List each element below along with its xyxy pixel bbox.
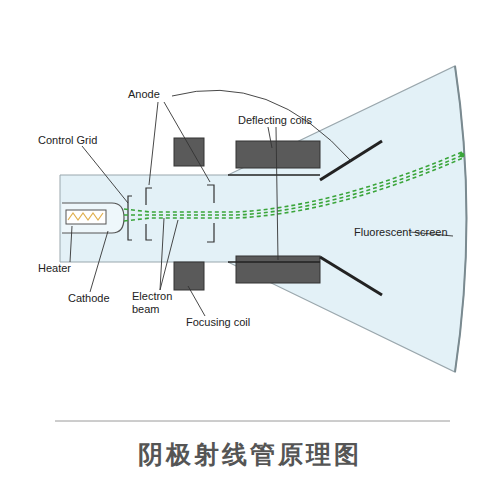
cathode bbox=[62, 203, 124, 233]
neck-line bbox=[228, 261, 320, 263]
tube-glass bbox=[60, 66, 467, 372]
caption-rule bbox=[55, 421, 450, 422]
control-grid-label: Control Grid bbox=[38, 134, 97, 147]
deflecting-coils-label: Deflecting coils bbox=[238, 114, 312, 127]
anode-1 bbox=[146, 188, 152, 240]
anode-2 bbox=[207, 185, 214, 242]
heater-filament bbox=[68, 213, 103, 220]
neck-line bbox=[228, 174, 320, 176]
heater-label: Heater bbox=[38, 262, 71, 275]
focusing-coil bbox=[174, 138, 204, 166]
heater bbox=[66, 210, 106, 224]
anode-label: Anode bbox=[128, 88, 160, 101]
control-grid bbox=[128, 196, 132, 240]
electron-beam bbox=[124, 152, 463, 221]
leader-lines bbox=[70, 90, 453, 316]
screen-label: Fluorescent screen bbox=[354, 226, 448, 239]
cathode-label: Cathode bbox=[68, 292, 110, 305]
caption: 阴极射线管原理图 bbox=[0, 438, 500, 471]
deflecting-coil bbox=[236, 141, 320, 168]
deflecting-coil bbox=[236, 256, 320, 283]
tube-end bbox=[60, 175, 61, 262]
fluorescent-screen bbox=[455, 66, 467, 372]
focusing-coil bbox=[174, 262, 204, 290]
focusing-coil-label: Focusing coil bbox=[186, 316, 250, 329]
electron-beam-label: Electron beam bbox=[132, 290, 178, 316]
beam-spot bbox=[460, 153, 465, 158]
anode-coating bbox=[320, 257, 382, 295]
